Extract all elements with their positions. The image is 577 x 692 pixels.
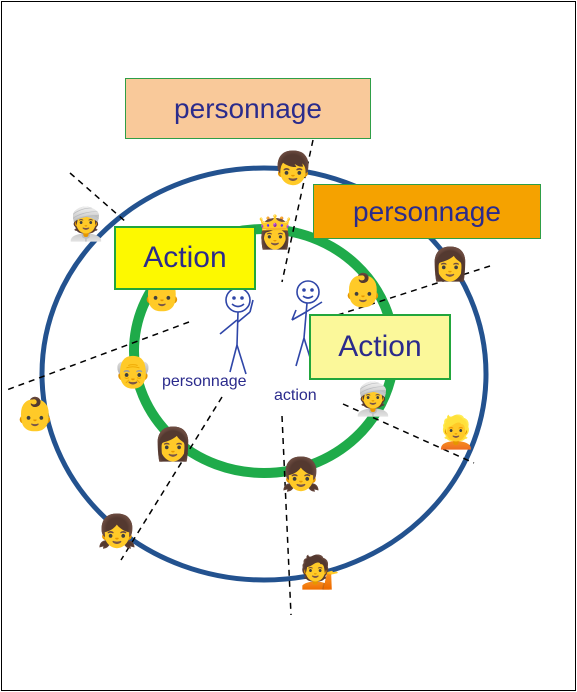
divider-lower-left	[120, 396, 223, 561]
outer-ring	[39, 165, 489, 583]
stick-figure-personnage	[219, 287, 254, 375]
girl-face-icon: 👧	[97, 512, 137, 550]
old-man-face-icon: 👴	[113, 352, 153, 390]
baby-face-icon: 👶	[343, 271, 383, 309]
label-action-right: Action	[309, 314, 451, 380]
blond-face-icon: 👱	[436, 413, 476, 451]
girl-face-icon: 👧	[281, 455, 321, 493]
divider-top	[281, 139, 314, 283]
label-personnage-top: personnage	[125, 78, 371, 139]
divider-bottom	[281, 415, 292, 616]
dashed-dividers	[3, 139, 491, 616]
divider-upper-left	[69, 172, 127, 223]
woman-face-icon: 👩	[430, 245, 470, 283]
label-small-personnage: personnage	[162, 373, 247, 390]
boy-face-icon: 👦	[273, 149, 313, 187]
divider-right	[315, 265, 491, 323]
divider-lower-right	[342, 403, 475, 464]
label-small-action: action	[274, 387, 317, 404]
turban-face-icon: 👳	[353, 380, 393, 418]
turban-face-icon: 👳	[66, 205, 106, 243]
baby-face-icon: 👶	[15, 395, 55, 433]
woman-gesturing-icon: 💁	[300, 553, 340, 591]
label-personnage-right: personnage	[313, 184, 541, 239]
label-action-left: Action	[114, 226, 256, 290]
princess-face-icon: 👸	[255, 213, 295, 251]
woman-face-icon: 👩	[153, 425, 193, 463]
